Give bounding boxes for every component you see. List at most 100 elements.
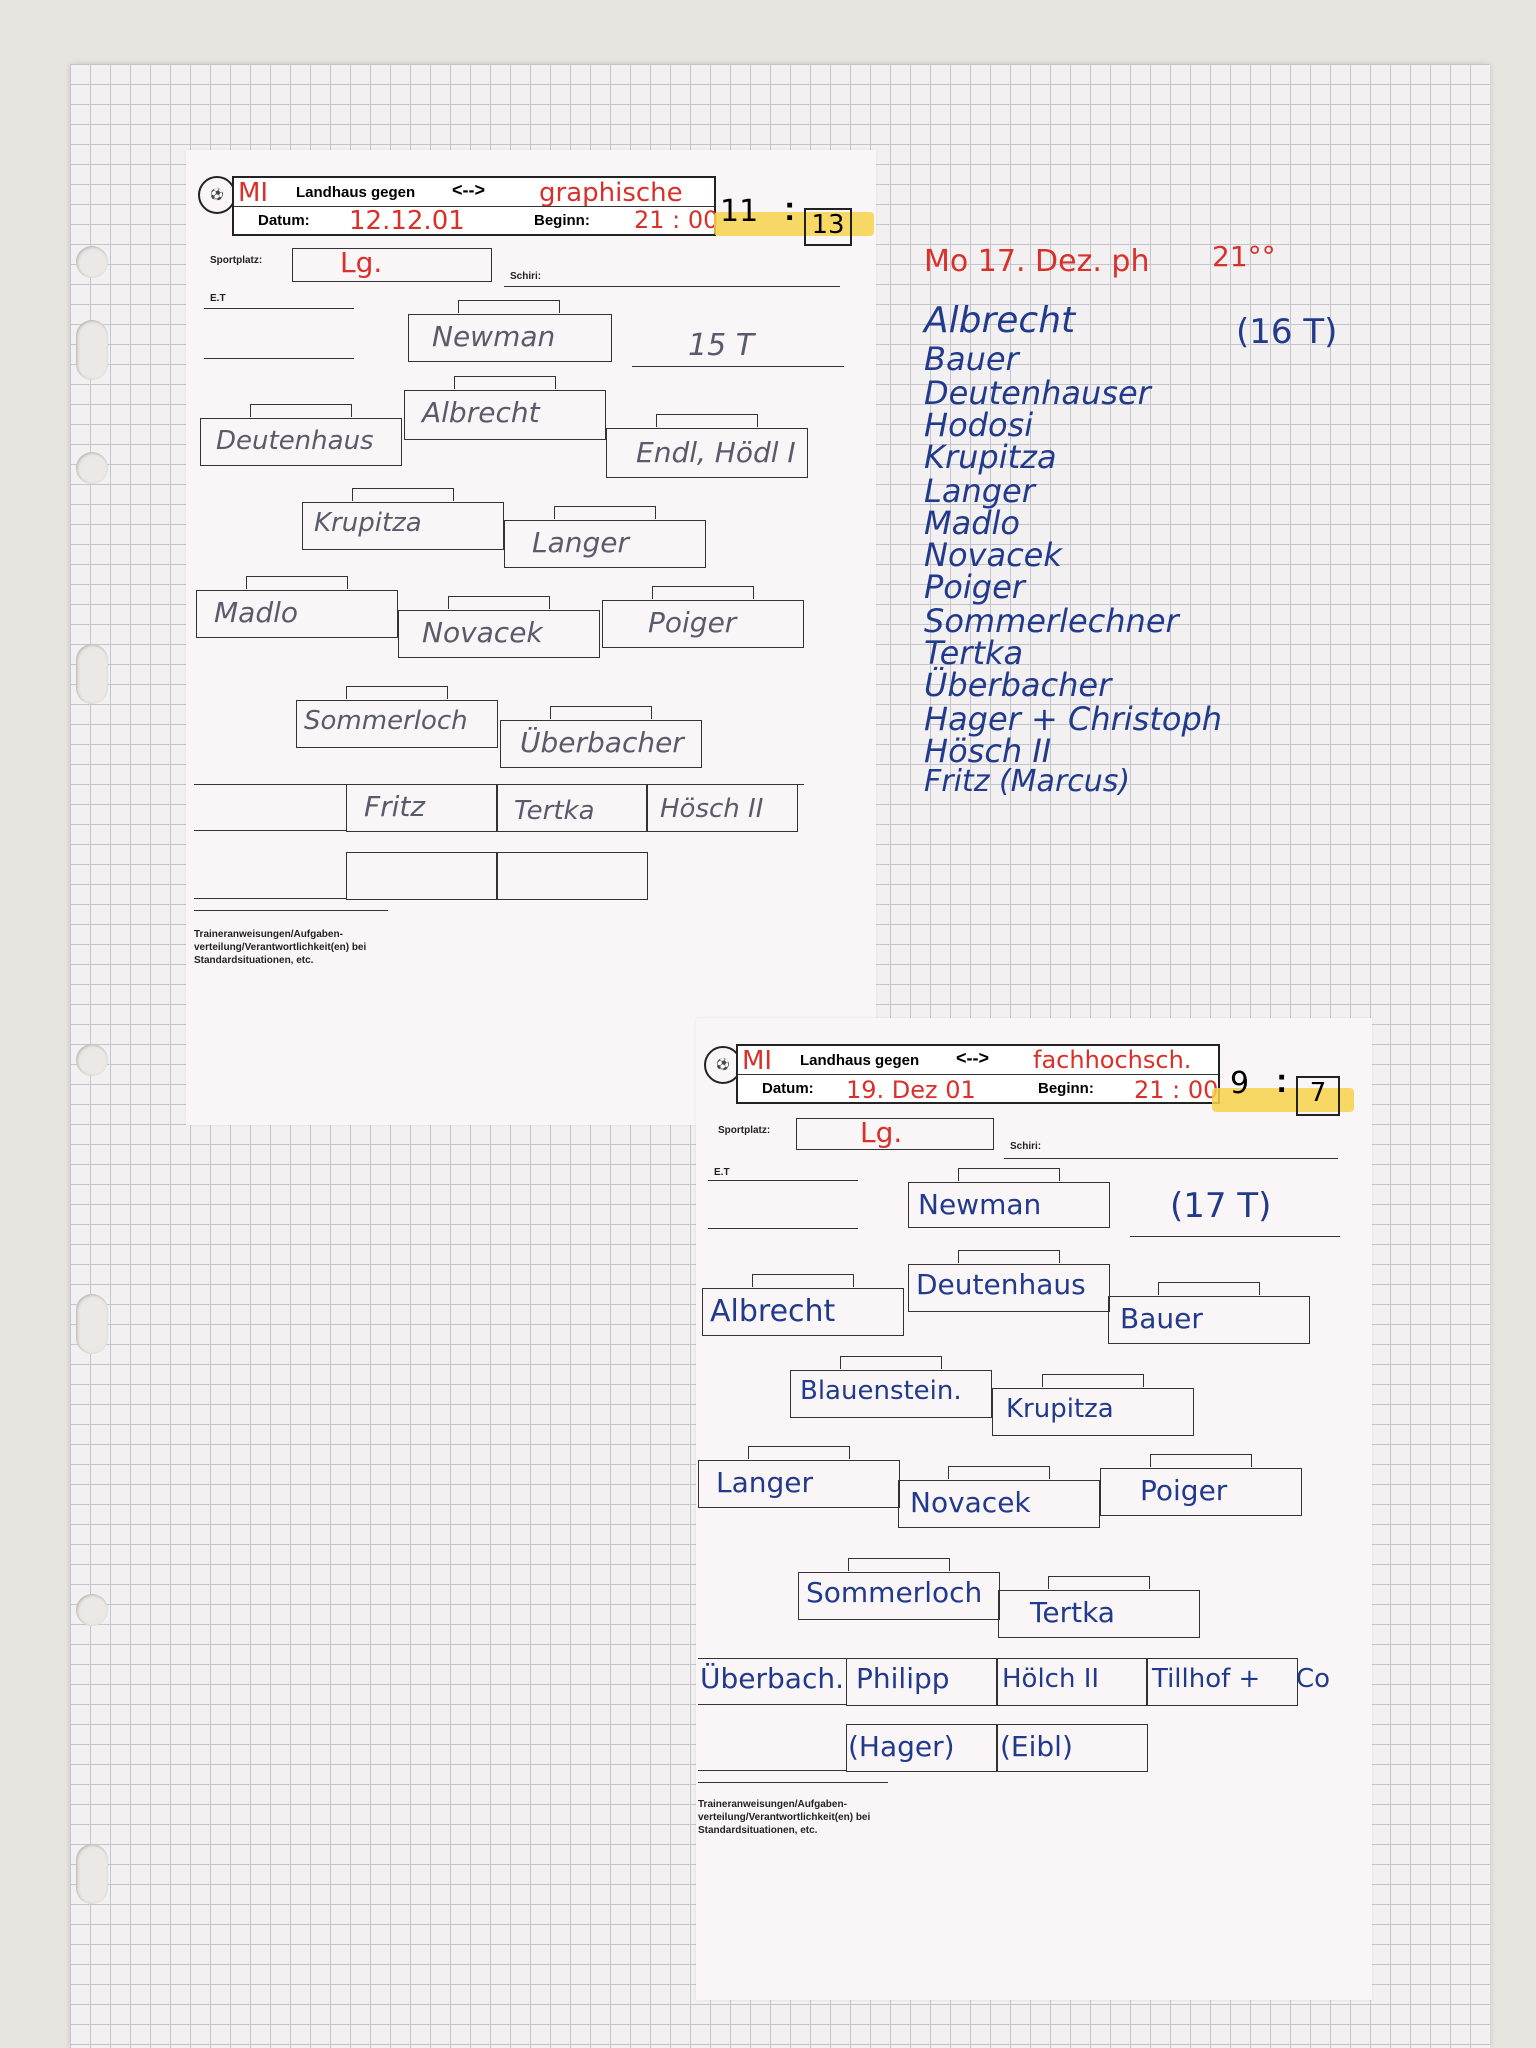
notes-time: 21°° — [1212, 240, 1276, 273]
date-label: Datum: — [258, 212, 310, 229]
referee-label: Schiri: — [510, 271, 542, 282]
list-item: Hager + Christoph — [924, 700, 1223, 738]
score-away: 7 — [1296, 1076, 1340, 1116]
opponent: graphische — [539, 178, 683, 208]
date-value: 19. Dez 01 — [846, 1076, 976, 1104]
position-slot: Blauenstein. — [800, 1376, 962, 1406]
list-item: Sommerlechner — [924, 602, 1179, 640]
league-label: MI — [238, 178, 269, 208]
referee-label: Schiri: — [1010, 1141, 1042, 1152]
position-slot: Krupitza — [1006, 1394, 1114, 1424]
punch-hole — [76, 1594, 108, 1626]
start-value: 21 : 00 — [1134, 1076, 1219, 1104]
sub-slot: Tertka — [514, 796, 595, 826]
position-slot: Langer — [532, 526, 630, 559]
sub-slot: Überbach. — [700, 1662, 844, 1695]
score-separator: : — [1276, 1062, 1288, 1100]
venue-label: Sportplatz: — [718, 1125, 771, 1136]
date-value: 12.12.01 — [349, 206, 465, 236]
sub-slot: Fritz — [364, 790, 426, 823]
list-item: Hodosi — [924, 406, 1034, 444]
start-value: 21 : 00 — [634, 206, 719, 234]
start-label: Beginn: — [1038, 1080, 1094, 1097]
notes-count: (16 T) — [1236, 312, 1338, 352]
keeper-name: Newman — [432, 320, 556, 353]
position-slot: Deutenhaus — [916, 1268, 1086, 1301]
score-home: 11 — [720, 194, 759, 229]
position-slot: Albrecht — [710, 1294, 836, 1329]
sub-slot: Hösch II — [660, 794, 764, 824]
lineup-sheet-1: ⚽ MI Landhaus gegen <--> graphische Datu… — [186, 150, 876, 1125]
venue-value: Lg. — [860, 1116, 903, 1149]
footer-line: Traineranweisungen/Aufgaben- — [194, 929, 343, 940]
match-header: MI Landhaus gegen <--> graphische Datum:… — [232, 176, 719, 236]
position-slot: Endl, Hödl I — [636, 436, 796, 469]
list-item: Poiger — [924, 568, 1025, 606]
punch-hole — [76, 1044, 108, 1076]
position-slot: Novacek — [910, 1486, 1031, 1519]
position-slot: Sommerloch — [304, 706, 468, 736]
footer-line: Standardsituationen, etc. — [698, 1825, 818, 1836]
position-slot: Überbacher — [520, 726, 684, 759]
position-slot: Bauer — [1120, 1302, 1203, 1335]
venue-label: Sportplatz: — [210, 255, 263, 266]
score-home: 9 — [1230, 1066, 1250, 1101]
list-item: Bauer — [924, 340, 1019, 378]
list-item: Tertka — [924, 634, 1024, 672]
home-team: Landhaus gegen — [296, 184, 416, 201]
score-away: 13 — [804, 208, 852, 246]
list-item: Deutenhauser — [924, 374, 1151, 412]
footer-line: verteilung/Verantwortlichkeit(en) bei — [194, 942, 367, 953]
list-item: Hösch II — [924, 732, 1052, 770]
position-slot: Poiger — [648, 606, 737, 639]
punch-hole — [76, 452, 108, 484]
sub-slot: (Hager) — [848, 1730, 955, 1763]
punch-hole — [76, 320, 108, 380]
notes-heading: Mo 17. Dez. ph — [924, 244, 1150, 279]
et-label: E.T — [210, 293, 226, 304]
position-slot: Deutenhaus — [216, 426, 374, 456]
list-item: Novacek — [924, 536, 1062, 574]
venue-value: Lg. — [340, 246, 383, 279]
list-item: Überbacher — [924, 666, 1112, 704]
sub-slot: (Eibl) — [1000, 1730, 1073, 1763]
list-item: Madlo — [924, 504, 1020, 542]
lineup-sheet-2: ⚽ MI Landhaus gegen <--> fachhochsch. Da… — [696, 1018, 1372, 2000]
sub-slot: Co — [1296, 1664, 1331, 1694]
attendance-note: (17 T) — [1170, 1186, 1272, 1226]
sub-slot: Tillhof + — [1152, 1664, 1261, 1694]
sub-slot: Philipp — [856, 1662, 950, 1695]
list-item: Krupitza — [924, 438, 1057, 476]
position-slot: Sommerloch — [806, 1576, 983, 1609]
position-slot: Novacek — [422, 616, 543, 649]
score-separator: : — [784, 190, 796, 228]
start-label: Beginn: — [534, 212, 590, 229]
position-slot: Poiger — [1140, 1474, 1228, 1507]
position-slot: Langer — [716, 1466, 814, 1499]
home-team: Landhaus gegen — [800, 1052, 920, 1069]
arrow: <--> — [452, 180, 486, 200]
match-header: MI Landhaus gegen <--> fachhochsch. Datu… — [736, 1044, 1220, 1104]
attendance-note: 15 T — [688, 328, 755, 363]
footer-line: Traineranweisungen/Aufgaben- — [698, 1799, 847, 1810]
list-item: Albrecht — [924, 300, 1076, 341]
date-label: Datum: — [762, 1080, 814, 1097]
footer-line: verteilung/Verantwortlichkeit(en) bei — [698, 1812, 871, 1823]
footer-line: Standardsituationen, etc. — [194, 955, 314, 966]
punch-hole — [76, 246, 108, 278]
punch-hole — [76, 1294, 108, 1354]
list-item: Fritz (Marcus) — [924, 764, 1131, 799]
punch-hole — [76, 644, 108, 704]
position-slot: Tertka — [1030, 1596, 1115, 1629]
club-logo-icon: ⚽ — [198, 176, 236, 214]
arrow: <--> — [956, 1048, 990, 1068]
position-slot: Madlo — [214, 596, 298, 629]
position-slot: Krupitza — [314, 508, 422, 538]
league-label: MI — [742, 1046, 773, 1076]
position-slot: Albrecht — [422, 396, 540, 429]
punch-hole — [76, 1844, 108, 1904]
sub-slot: Hölch II — [1002, 1664, 1100, 1694]
opponent: fachhochsch. — [1033, 1046, 1192, 1074]
keeper-name: Newman — [918, 1188, 1042, 1221]
et-label: E.T — [714, 1167, 730, 1178]
